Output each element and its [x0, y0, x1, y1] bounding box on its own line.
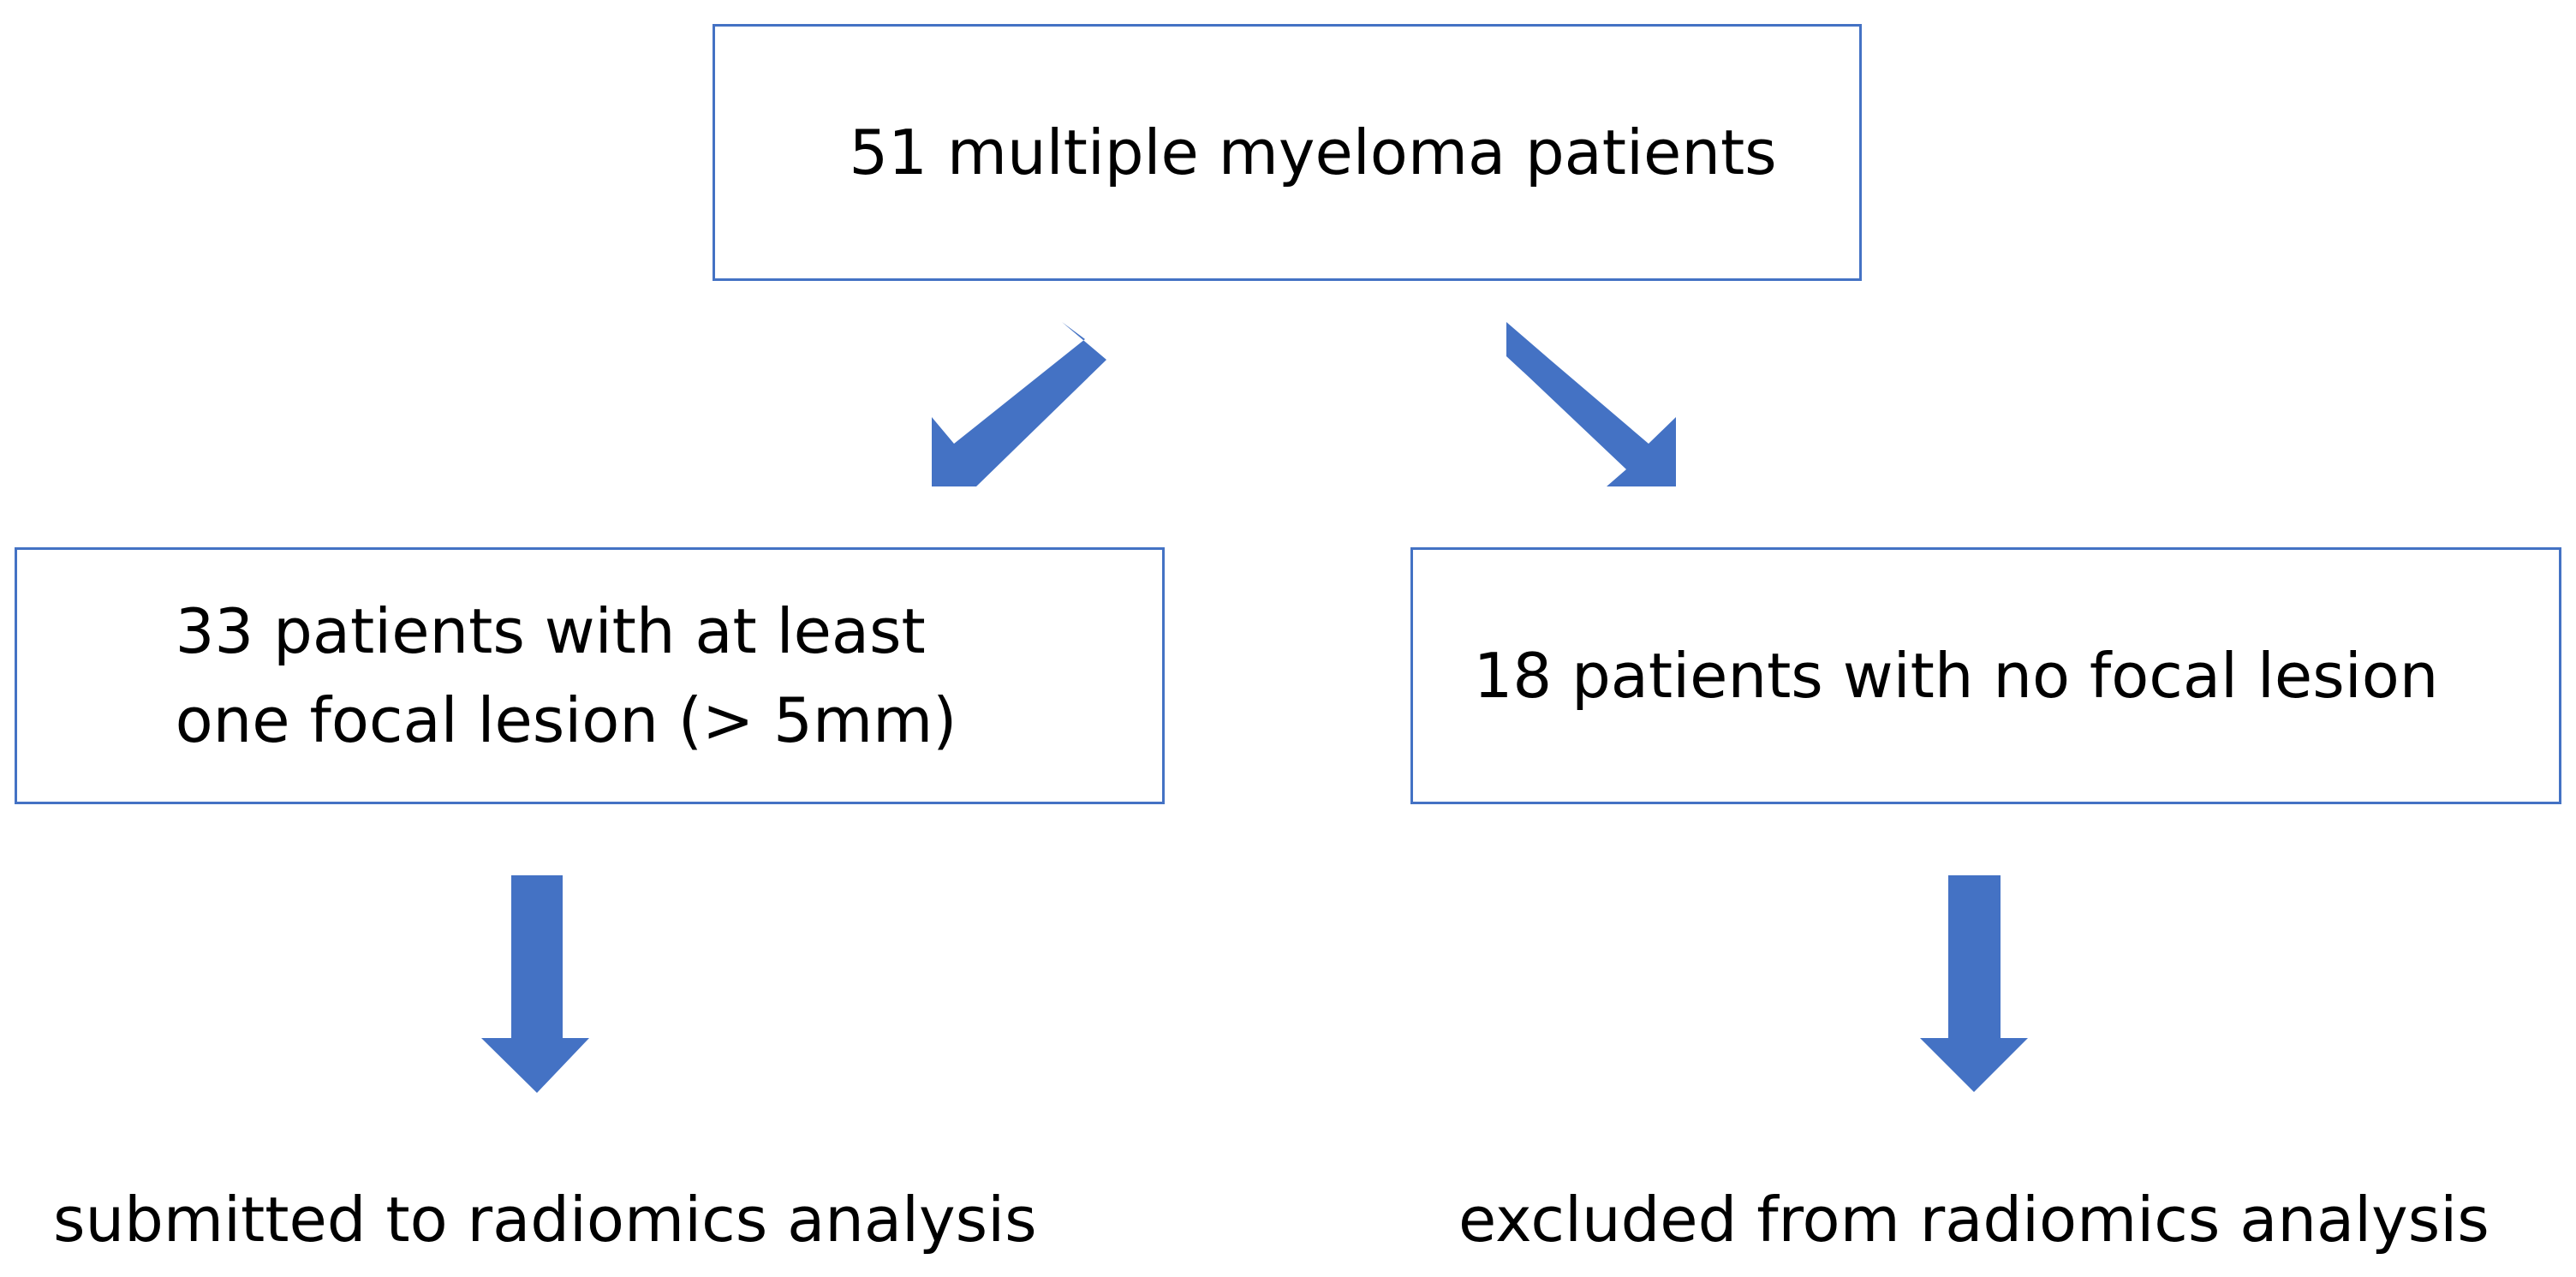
left-box-label: 33 patients with at least one focal lesi…: [176, 587, 1005, 766]
left-box-line-2: one focal lesion (> 5mm): [175, 684, 957, 756]
top-box: 51 multiple myeloma patients: [713, 24, 1862, 281]
right-box-label: 18 patients with no focal lesion: [1473, 639, 2439, 712]
left-box-line-1: 33 patients with at least: [175, 594, 926, 667]
outcome-left-label: submitted to radiomics analysis: [53, 1184, 1037, 1256]
arrow-down-icon: [1920, 875, 2028, 1092]
top-box-label: 51 multiple myeloma patients: [849, 116, 1777, 188]
outcome-right-label: excluded from radiomics analysis: [1458, 1184, 2490, 1256]
arrow-down-right-icon: [1506, 322, 1676, 486]
arrow-down-left-icon: [932, 322, 1106, 486]
right-box: 18 patients with no focal lesion: [1410, 547, 2561, 804]
arrow-down-icon: [481, 875, 589, 1093]
left-box: 33 patients with at least one focal lesi…: [15, 547, 1165, 804]
